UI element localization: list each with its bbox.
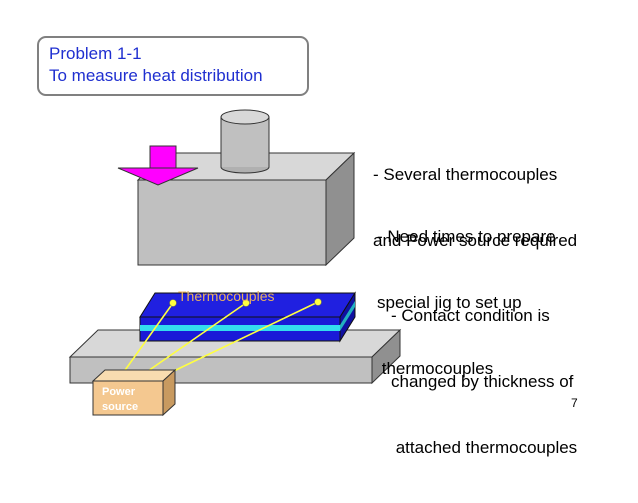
page-number: 7 <box>571 396 578 410</box>
upper-block-front <box>137 179 327 266</box>
bullet-2-line-2: special jig to set up <box>377 293 522 312</box>
cylinder-top <box>220 109 270 125</box>
upper-block <box>136 151 356 267</box>
title-line-2: To measure heat distribution <box>49 66 263 85</box>
cylinder-body <box>221 117 269 167</box>
thermocouple-wire-2 <box>134 302 247 381</box>
thermocouple-point-3 <box>314 298 322 306</box>
bullet-2: - Need times to prepare special jig to s… <box>377 182 556 424</box>
sample-stripe <box>140 325 340 331</box>
bullet-1: - Several thermocouples and Power source… <box>373 120 577 296</box>
power-source-box <box>91 368 177 417</box>
thermocouple-wire-1 <box>117 302 174 381</box>
title-box: Problem 1-1 To measure heat distribution <box>37 36 309 96</box>
power-source-label-line-2: source <box>102 401 139 413</box>
slide: Problem 1-1 To measure heat distribution… <box>37 36 578 457</box>
bullet-2-line-1: - Need times to prepare <box>377 227 556 246</box>
thermocouple-wire-3 <box>154 301 319 381</box>
thermocouple-point-1 <box>169 299 177 307</box>
power-source-label-line-1: Power <box>102 386 136 398</box>
bullet-1-line-1: - Several thermocouples <box>373 165 558 184</box>
bullet-2-line-3: thermocouples <box>377 359 494 378</box>
bullet-3-line-3: attached thermocouples <box>391 438 578 457</box>
thermocouple-point-2 <box>242 299 250 307</box>
thermocouples-label: Thermocouples <box>178 288 275 304</box>
cylinder <box>220 109 270 174</box>
heat-distribution-diagram <box>68 109 402 417</box>
bullet-3: - Contact condition is changed by thickn… <box>391 261 577 503</box>
bullet-1-line-2: and Power source required <box>373 231 578 250</box>
bullet-3-line-1: - Contact condition is <box>391 306 550 325</box>
title-line-1: Problem 1-1 <box>49 44 142 63</box>
thermocouple-junctions <box>169 298 322 307</box>
press-arrow-icon <box>117 145 199 186</box>
thermocouple-wires <box>117 301 319 381</box>
bullet-3-line-2: changed by thickness of <box>391 372 574 391</box>
sample-specimen <box>139 291 356 343</box>
